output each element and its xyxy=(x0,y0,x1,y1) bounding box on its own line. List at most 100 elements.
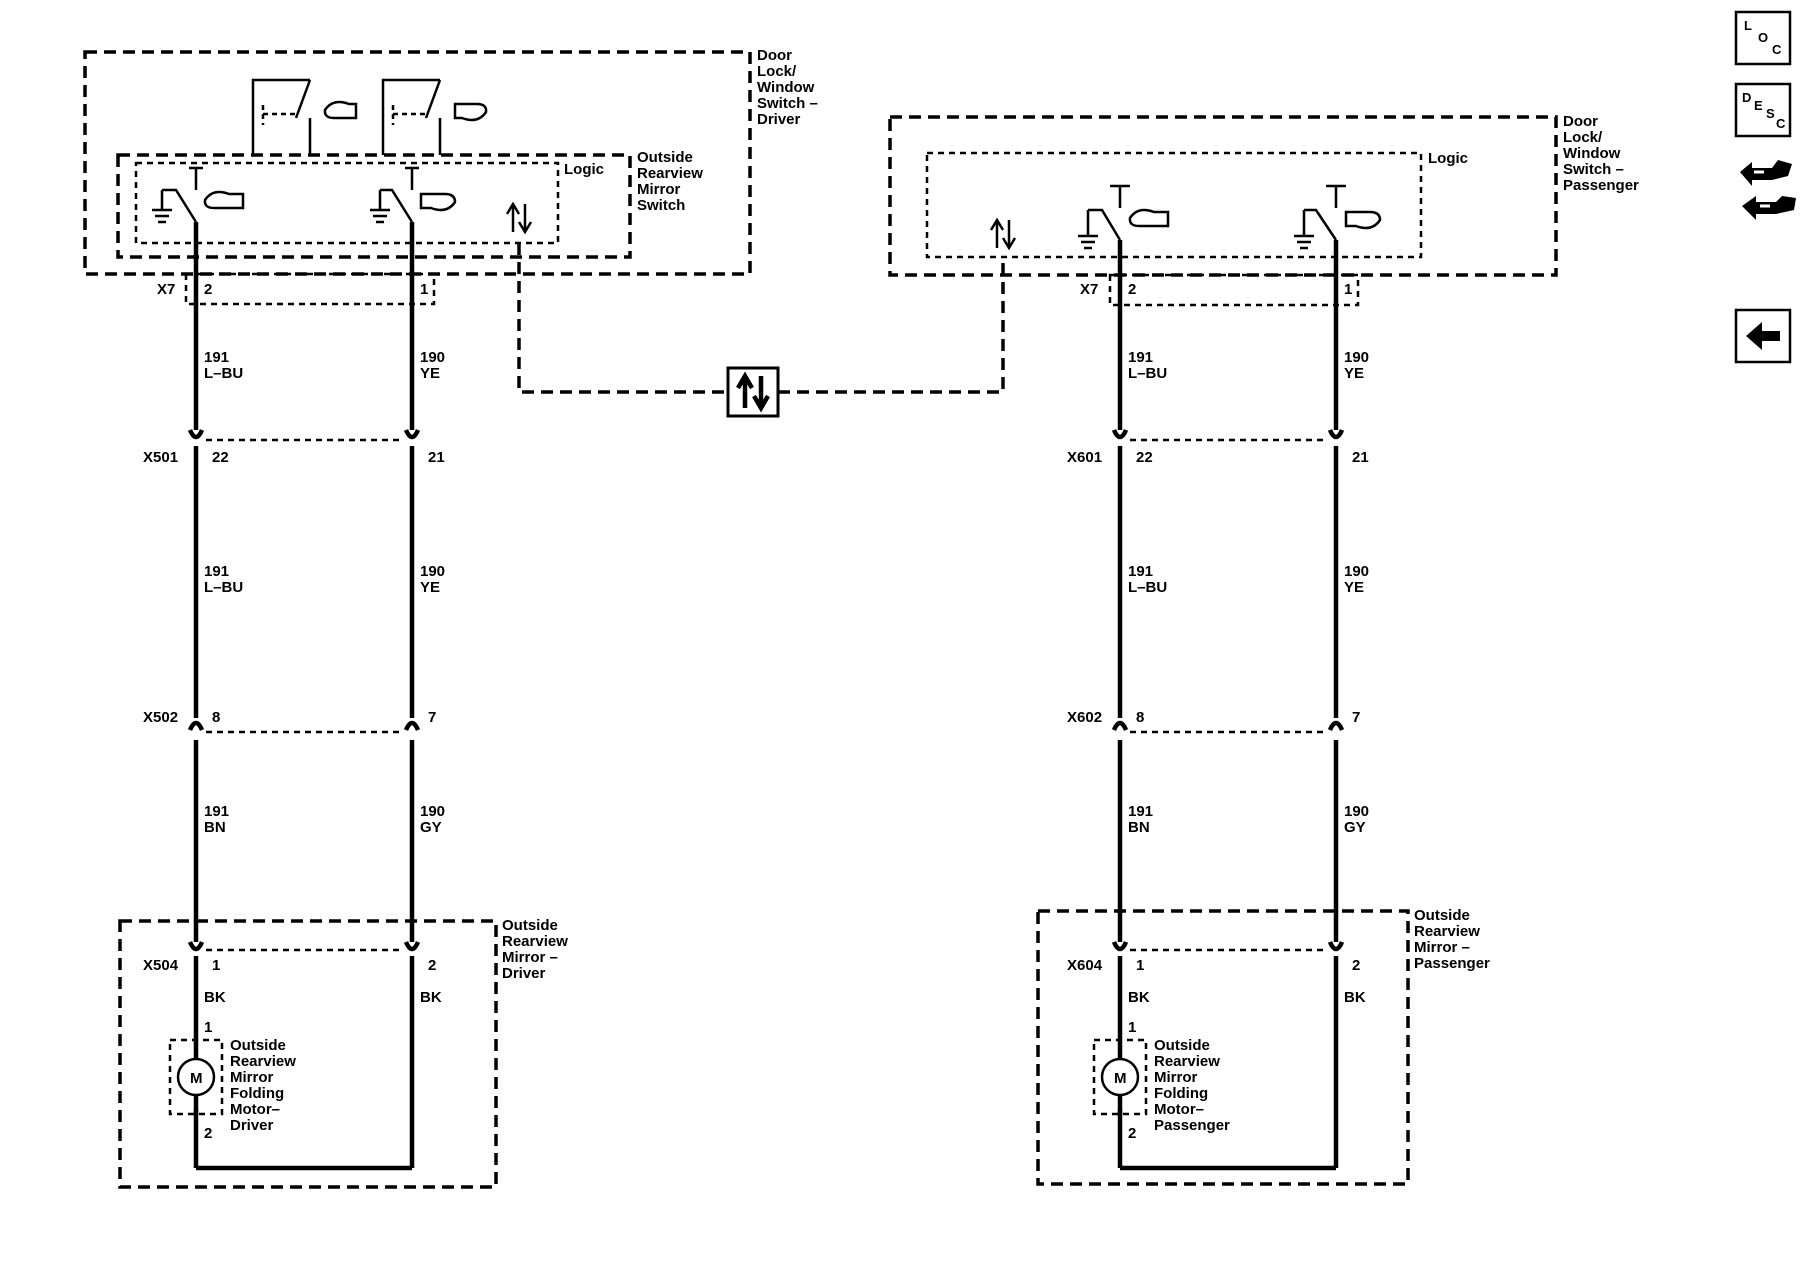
driver-x7-connector xyxy=(184,272,436,306)
passenger-wire-b-seg1-color: YE xyxy=(1344,365,1364,382)
driver-fold-switch-symbol xyxy=(251,78,488,155)
desc-letter-c: C xyxy=(1776,116,1786,131)
driver-motor-label: Outside xyxy=(230,1037,286,1054)
driver-x501-pin-a: 22 xyxy=(212,449,229,466)
passenger-motor-pin-bottom: 2 xyxy=(1128,1125,1136,1142)
passenger-x7-label: X7 xyxy=(1080,281,1098,298)
passenger-x7-connector xyxy=(1108,273,1360,307)
passenger-logic-box xyxy=(925,151,1423,259)
driver-wire-a-seg1-circuit: 191 xyxy=(204,349,229,366)
driver-wire-a-seg3-color: BN xyxy=(204,819,226,836)
driver-wire-a-seg1-color: L–BU xyxy=(204,365,243,382)
driver-mirror-label: Outside xyxy=(502,917,558,934)
driver-wire-b-seg1-color: YE xyxy=(420,365,440,382)
driver-mirror-switch-box xyxy=(116,153,632,259)
desc-letter-s: S xyxy=(1766,106,1775,121)
driver-x502-label: X502 xyxy=(143,709,178,726)
passenger-wire-b-seg2-color: YE xyxy=(1344,579,1364,596)
passenger-wire-a-seg1-color: L–BU xyxy=(1128,365,1167,382)
passenger-wire-a-seg3-circuit: 191 xyxy=(1128,803,1153,820)
passenger-wire-a-seg3-color: BN xyxy=(1128,819,1150,836)
passenger-wire-b-seg3-circuit: 190 xyxy=(1344,803,1369,820)
driver-x501-pin-b: 21 xyxy=(428,449,445,466)
desc-letter-e: E xyxy=(1754,98,1763,113)
driver-x502-pin-a: 8 xyxy=(212,709,220,726)
passenger-wire-a-seg1-circuit: 191 xyxy=(1128,349,1153,366)
driver-x504-pin-a: 1 xyxy=(212,957,220,974)
driver-logic-label: Logic xyxy=(564,161,604,178)
back-arrow-icon[interactable] xyxy=(1734,308,1792,364)
driver-logic-switch-a xyxy=(152,166,245,224)
passenger-wire-a-seg2-circuit: 191 xyxy=(1128,563,1153,580)
driver-x7-label: X7 xyxy=(157,281,175,298)
passenger-wire-b-seg3-color: GY xyxy=(1344,819,1366,836)
passenger-wire-b-seg1-circuit: 190 xyxy=(1344,349,1369,366)
passenger-motor-pin-top: 1 xyxy=(1128,1019,1136,1036)
driver-wire-a-seg3-circuit: 191 xyxy=(204,803,229,820)
passenger-x604-label: X604 xyxy=(1067,957,1103,974)
driver-wire-b-seg1-circuit: 190 xyxy=(420,349,445,366)
driver-mirror-box xyxy=(118,919,498,1189)
passenger-x7-pin-a: 2 xyxy=(1128,281,1136,298)
driver-motor-symbol: M xyxy=(190,1070,203,1087)
passenger-logic-label: Logic xyxy=(1428,150,1468,167)
driver-mirror-switch-label: Outside xyxy=(637,149,693,166)
passenger-logic-switch-a xyxy=(1078,184,1170,250)
driver-wire-a-seg2-color: L–BU xyxy=(204,579,243,596)
desc-letter-d: D xyxy=(1742,90,1751,105)
passenger-data-arrows-icon xyxy=(989,217,1017,251)
desc-icon[interactable]: D E S C xyxy=(1734,82,1792,138)
passenger-door-switch-box xyxy=(888,115,1558,277)
passenger-x602-pin-a: 8 xyxy=(1136,709,1144,726)
driver-x502-pin-b: 7 xyxy=(428,709,436,726)
serial-data-icon xyxy=(726,366,780,418)
passenger-x601-label: X601 xyxy=(1067,449,1102,466)
passenger-motor-label: Outside xyxy=(1154,1037,1210,1054)
passenger-wire-b-seg2-circuit: 190 xyxy=(1344,563,1369,580)
driver-logic-box xyxy=(134,161,560,245)
driver-wire-b-seg3-color: GY xyxy=(420,819,442,836)
driver-switch-label-1: Door xyxy=(757,47,792,64)
passenger-x602-label: X602 xyxy=(1067,709,1102,726)
driver-x501-label: X501 xyxy=(143,449,178,466)
driver-x504-pin-b: 2 xyxy=(428,957,436,974)
passenger-motor-symbol: M xyxy=(1114,1070,1127,1087)
driver-x7-pin-a: 2 xyxy=(204,281,212,298)
passenger-x602-pin-b: 7 xyxy=(1352,709,1360,726)
passenger-logic-switch-b xyxy=(1294,184,1382,250)
passenger-x604-pin-a: 1 xyxy=(1136,957,1144,974)
driver-wire-b-seg2-color: YE xyxy=(420,579,440,596)
sidebar: L O C D E S C xyxy=(1734,10,1796,364)
driver-ground-color-a: BK xyxy=(204,989,226,1006)
passenger-x601-pin-b: 21 xyxy=(1352,449,1369,466)
driver-x7-pin-b: 1 xyxy=(420,281,428,298)
passenger-switch-label: Door xyxy=(1563,113,1598,130)
driver-data-arrows-icon xyxy=(505,201,533,235)
passenger-x604-pin-b: 2 xyxy=(1352,957,1360,974)
driver-ground-color-b: BK xyxy=(420,989,442,1006)
passenger-wire-a-seg2-color: L–BU xyxy=(1128,579,1167,596)
loc-icon[interactable]: L O C xyxy=(1734,10,1792,66)
loc-letter-c: C xyxy=(1772,42,1782,57)
driver-motor-pin-bottom: 2 xyxy=(204,1125,212,1142)
driver-wire-a-seg2-circuit: 191 xyxy=(204,563,229,580)
connector-icon[interactable] xyxy=(1740,160,1796,220)
